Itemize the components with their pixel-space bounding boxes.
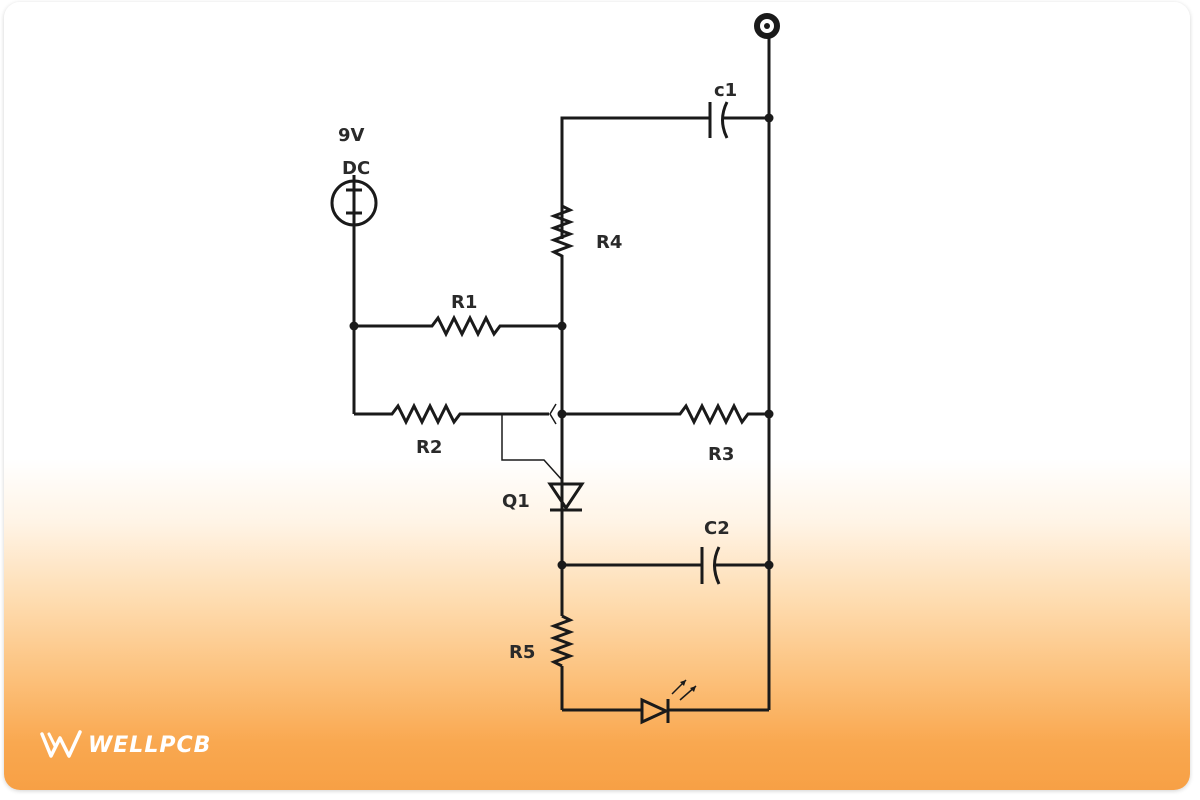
label-r3: R3: [708, 444, 734, 465]
wellpcb-logo: WELLPCB: [40, 730, 211, 760]
label-r5: R5: [509, 642, 535, 663]
led: [640, 679, 697, 725]
label-q1: Q1: [502, 491, 530, 512]
capacitor-c2: [700, 546, 774, 585]
brand-name: WELLPCB: [88, 732, 212, 758]
transistor-q1: [501, 403, 567, 481]
label-c1: c1: [714, 80, 737, 101]
label-r2: R2: [416, 437, 442, 458]
resistor-r3: [562, 402, 769, 426]
diode-q1: [547, 482, 585, 512]
output-terminal: [754, 13, 780, 39]
capacitor-c1: [708, 101, 774, 139]
battery-9v-dc: [330, 175, 378, 230]
top-wire: [560, 116, 710, 239]
label-c2: C2: [704, 518, 730, 539]
label-r1: R1: [451, 292, 477, 313]
resistor-r5: [549, 614, 575, 668]
label-r4: R4: [596, 232, 622, 253]
resistor-r1: [354, 314, 562, 338]
resistor-r4: [549, 202, 575, 260]
circuit-schematic: 9V DC c1 R4 R1 R2 R3 Q1 C2 R5: [330, 13, 780, 725]
label-dc: DC: [342, 158, 370, 179]
diagram-card: 9V DC c1 R4 R1 R2 R3 Q1 C2 R5 WELLPCB: [4, 2, 1190, 790]
label-9v: 9V: [338, 125, 365, 146]
resistor-r2: [354, 402, 502, 426]
wellpcb-w-logo-icon: [40, 730, 82, 758]
